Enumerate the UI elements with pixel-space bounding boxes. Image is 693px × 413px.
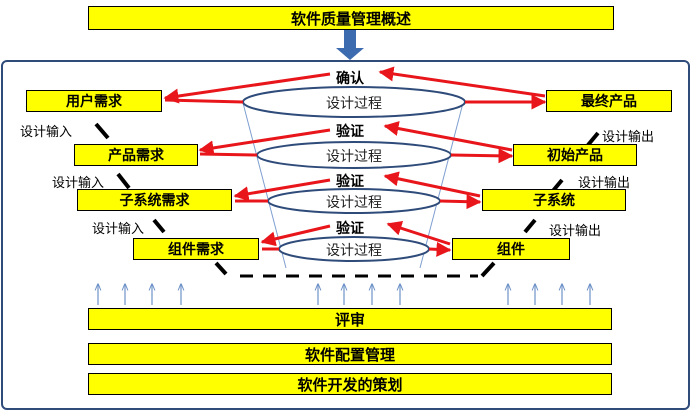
output-connector-4 <box>480 261 496 278</box>
box-final-product: 最终产品 <box>546 90 672 112</box>
box-initial-product: 初始产品 <box>513 144 637 166</box>
input-connector-4 <box>214 261 228 276</box>
output-link-2 <box>450 148 514 164</box>
verification-label-1: 验证 <box>336 124 364 140</box>
diagram-frame <box>1 60 690 410</box>
process-label-1: 设计过程 <box>326 96 382 112</box>
verify-arrow-left-2 <box>233 178 331 202</box>
development-planning-bar: 软件开发的策划 <box>88 373 612 395</box>
input-link-1 <box>164 98 244 104</box>
down-arrow-icon <box>336 30 364 60</box>
process-label-3: 设计过程 <box>326 195 382 211</box>
validation-label: 确认 <box>336 71 364 87</box>
config-management-bar: 软件配置管理 <box>88 343 612 365</box>
design-input-label-3: 设计输入 <box>92 222 145 237</box>
verification-label-2: 验证 <box>336 174 364 190</box>
verify-arrow-right-1 <box>383 121 513 152</box>
funnel-left-line <box>242 102 287 269</box>
process-label-2: 设计过程 <box>326 149 382 165</box>
verify-arrow-left-1 <box>198 128 331 156</box>
input-connector-1 <box>94 122 110 140</box>
output-connector-3 <box>523 218 537 234</box>
box-product-requirements: 产品需求 <box>74 144 198 166</box>
input-connector-3 <box>152 218 166 234</box>
design-input-label-1: 设计输入 <box>20 125 73 140</box>
input-link-2 <box>199 152 258 157</box>
output-link-3 <box>439 194 482 210</box>
design-output-label-3: 设计输出 <box>549 224 602 239</box>
design-input-label-2: 设计输入 <box>52 176 105 191</box>
process-label-4: 设计过程 <box>326 243 382 259</box>
design-output-label-2: 设计输出 <box>578 176 631 191</box>
box-component-requirements: 组件需求 <box>133 238 259 260</box>
funnel-right-line <box>419 102 464 269</box>
box-subsystem-requirements: 子系统需求 <box>77 189 232 211</box>
design-output-label-1: 设计输出 <box>602 130 655 145</box>
validate-arrow-right <box>378 66 546 98</box>
verify-arrow-left-3 <box>260 224 331 247</box>
verify-arrow-right-2 <box>383 171 481 198</box>
validate-arrow-left <box>163 72 331 104</box>
page-title: 软件质量管理概述 <box>88 6 614 30</box>
output-connector-1 <box>586 131 600 147</box>
box-user-requirements: 用户需求 <box>26 90 162 112</box>
verify-arrow-right-3 <box>386 221 451 246</box>
box-component: 组件 <box>452 238 570 260</box>
output-link-4 <box>428 241 452 257</box>
review-bar: 评审 <box>88 308 612 330</box>
verification-label-3: 验证 <box>336 221 364 237</box>
box-subsystem: 子系统 <box>482 189 626 211</box>
input-connector-2 <box>116 172 131 190</box>
